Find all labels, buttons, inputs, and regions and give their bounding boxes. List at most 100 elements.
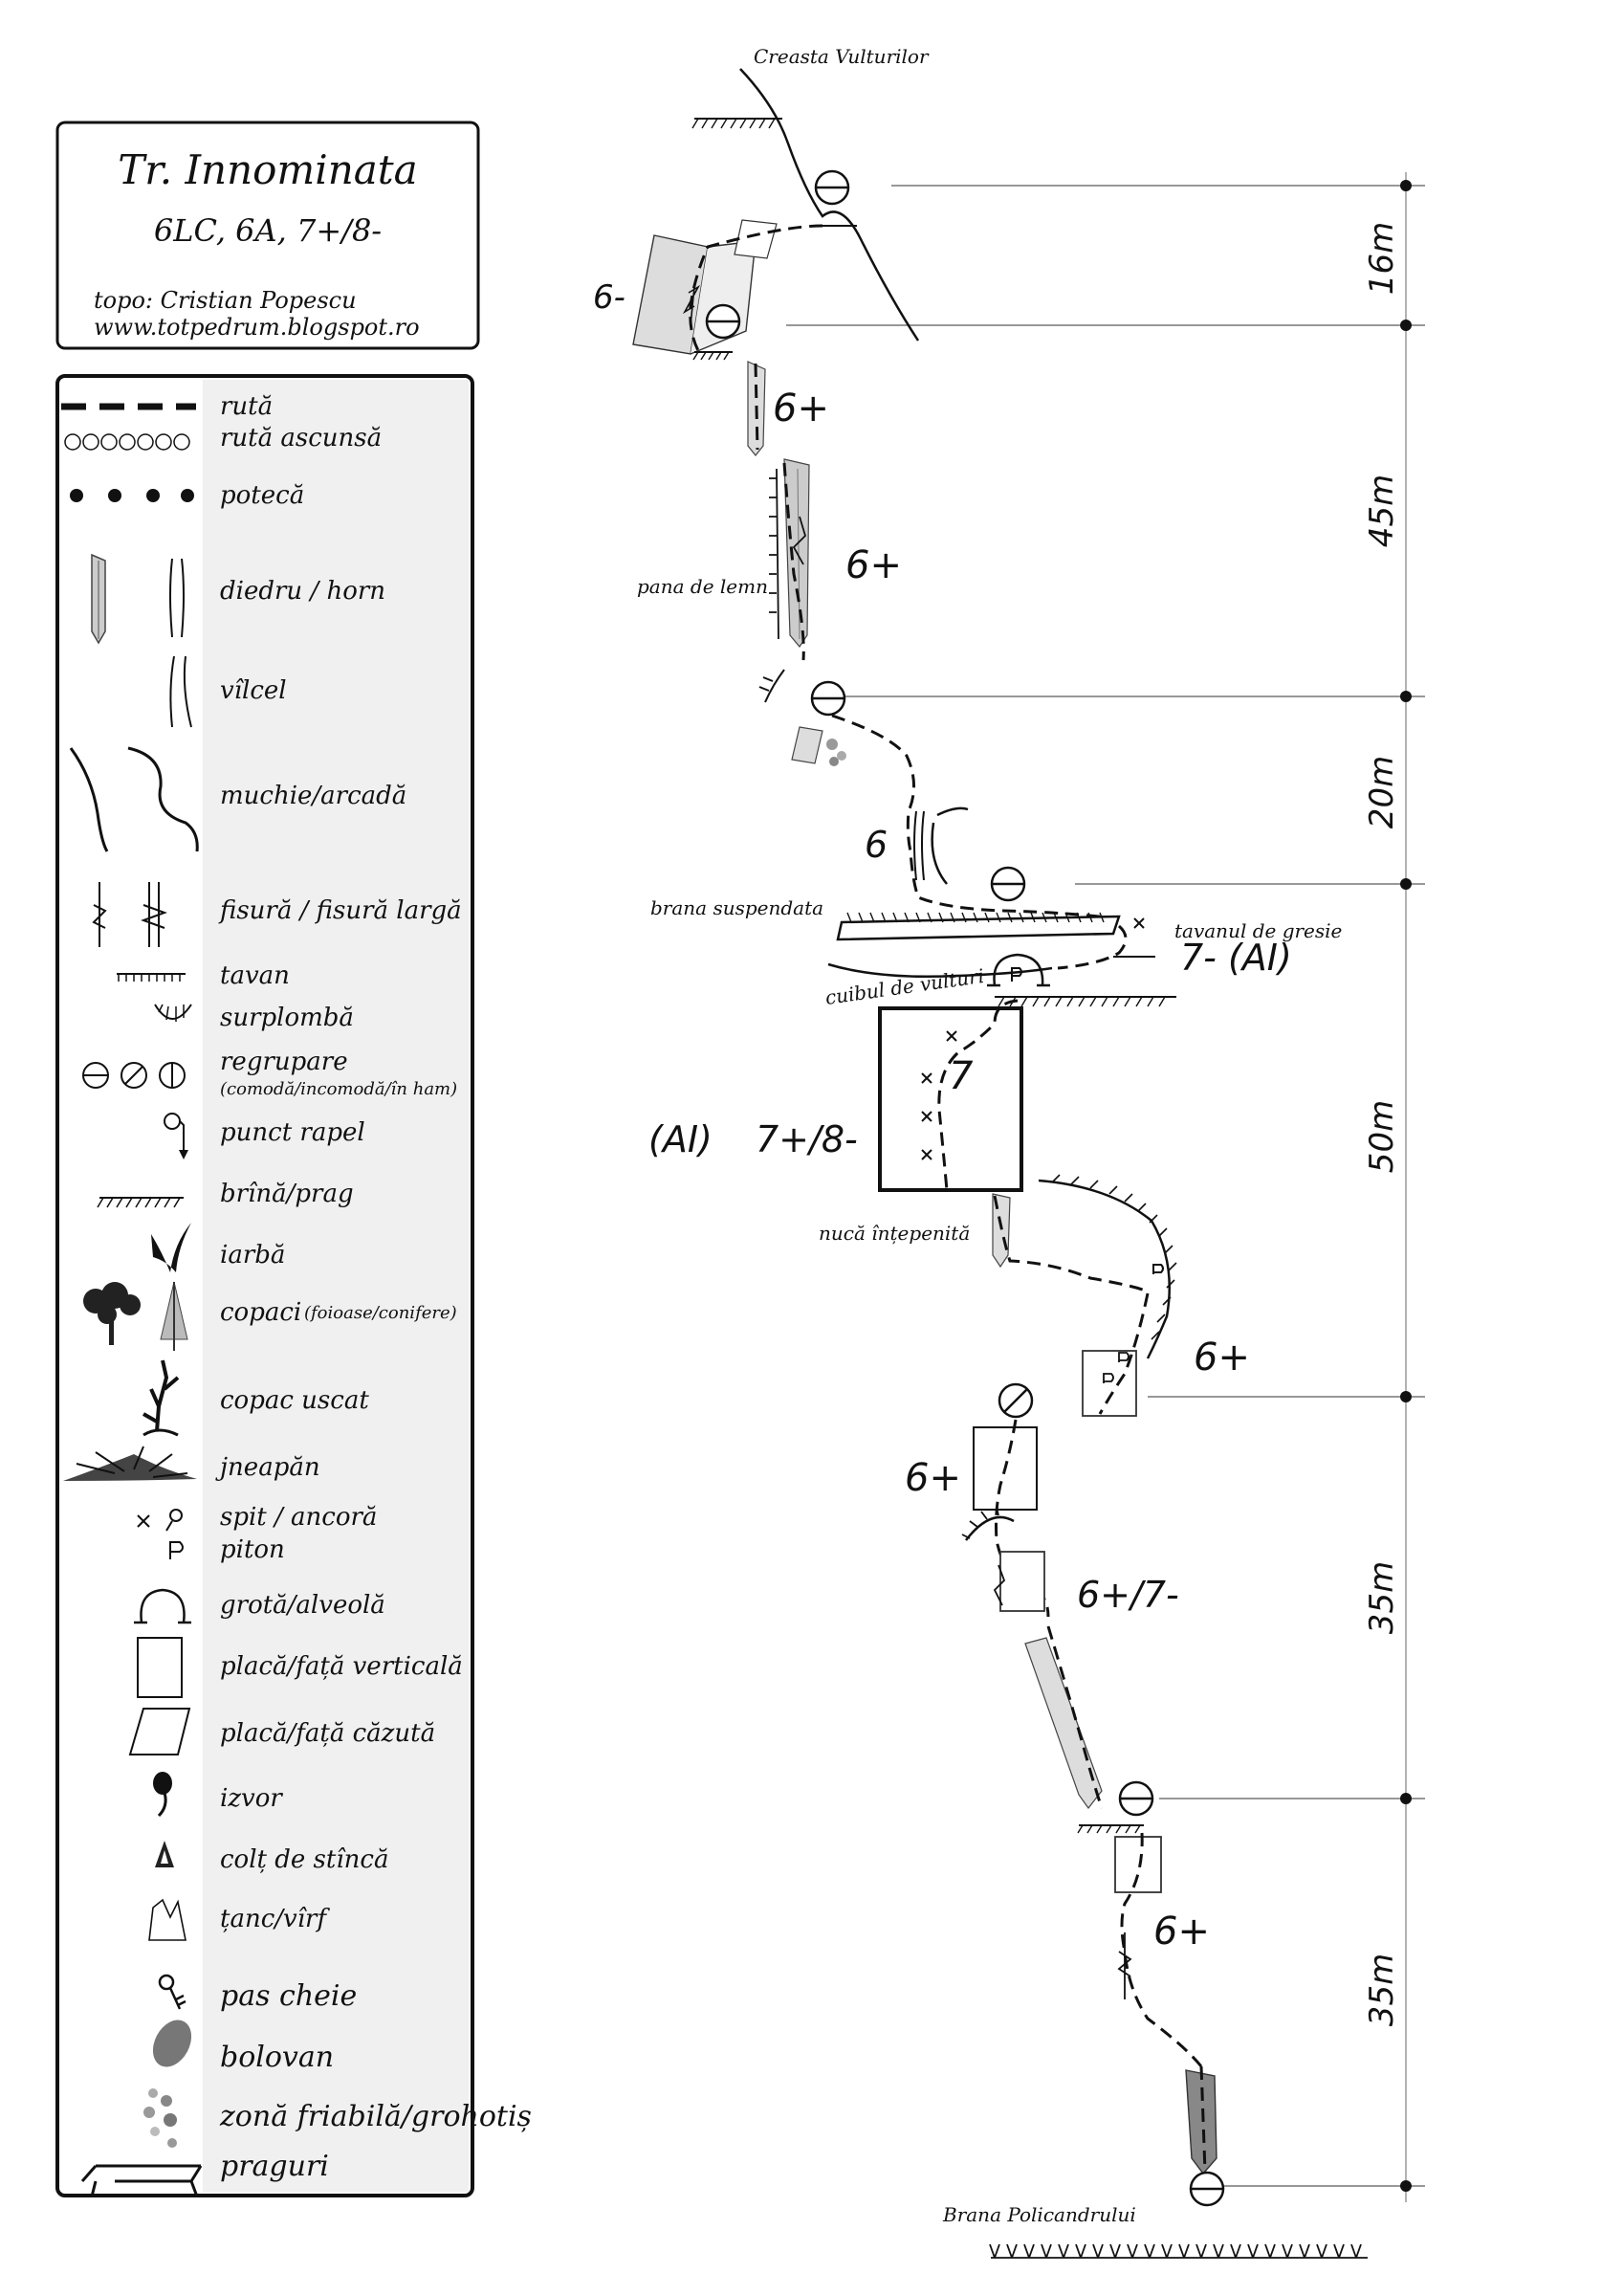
rock-spike-icon <box>155 1841 174 1867</box>
dwarf-pine-icon <box>63 1446 197 1481</box>
scree-icon <box>143 2088 177 2148</box>
legend-label-17: piton <box>220 1535 285 1564</box>
spring-icon <box>153 1772 172 1818</box>
topo: 16m 45m 20m 50m 35m 35m Creasta Vulturil… <box>593 45 1425 2259</box>
rappel-icon <box>164 1113 188 1159</box>
legend: rută rută ascunsă potecă diedru / horn vîlce… <box>55 374 532 2197</box>
legend-label-23: țanc/vîrf <box>220 1905 330 1933</box>
legend-label-12: iarbă <box>220 1241 285 1269</box>
legend-label-11: brînă/prag <box>220 1180 354 1208</box>
grade-6plus-7minus: 6+/7- <box>1077 1574 1179 1616</box>
legend-label-10: punct rapel <box>220 1118 365 1147</box>
belay-icon <box>82 1062 186 1089</box>
gully-icon <box>169 655 192 728</box>
dihedral-chimney-icon <box>91 553 185 645</box>
legend-label-14: copac uscat <box>220 1386 369 1415</box>
pinnacle-icon <box>148 1898 186 1941</box>
legend-label-15: jneapăn <box>215 1453 320 1482</box>
legend-label-1: rută ascunsă <box>220 424 382 453</box>
legend-label-0: rută <box>220 392 273 421</box>
route-grade: 6LC, 6A, 7+/8- <box>154 212 382 249</box>
belay-6 <box>1118 1780 1154 1817</box>
note-tavanul: tavanul de gresie <box>1174 919 1342 942</box>
crux-slab <box>878 1006 1023 1192</box>
grade-6-plus-a: 6+ <box>773 386 829 430</box>
grade-6-plus-d: 6+ <box>905 1456 961 1500</box>
path-dots-icon <box>70 489 194 502</box>
legend-label-3: diedru / horn <box>220 577 385 606</box>
legend-label-18: grotă/alveolă <box>220 1591 385 1620</box>
bolt-anchor-icon <box>137 1509 183 1532</box>
note-pana: pana de lemn <box>637 575 768 598</box>
legend-label-24: pas cheie <box>220 1979 357 2013</box>
pitch-length-5: 35m <box>1363 1561 1401 1634</box>
note-brana: brana suspendata <box>650 896 823 919</box>
legend-label-4: vîlcel <box>220 676 287 705</box>
belay-7 <box>1189 2171 1225 2207</box>
key-step-icon <box>158 1974 186 2010</box>
legend-label-16: spit / ancoră <box>220 1503 377 1532</box>
piton-icon <box>169 1541 184 1559</box>
belay-3 <box>810 680 846 717</box>
pitch-length-1: 16m <box>1363 222 1401 295</box>
legend-label-7: tavan <box>220 961 290 990</box>
overhang-icon <box>154 1004 192 1022</box>
legend-label-5: muchie/arcadă <box>220 782 406 810</box>
title-box: Tr. Innominata 6LC, 6A, 7+/8- topo: Cris… <box>55 121 480 350</box>
grade-7-minus-ai: 7- (AI) <box>1180 937 1292 979</box>
grade-6: 6 <box>865 824 888 866</box>
note-nuca: nucă înțepenită <box>819 1222 970 1245</box>
vertical-slab-icon <box>137 1637 183 1698</box>
legend-label-13: copaci <box>220 1298 301 1327</box>
legend-label-21: izvor <box>220 1784 283 1813</box>
roof-icon <box>117 973 186 982</box>
ledge-icon <box>97 1197 184 1208</box>
grade-ai: (AI) <box>648 1118 713 1160</box>
pitch-length-6: 35m <box>1363 1954 1401 2026</box>
grade-6-plus-e: 6+ <box>1153 1910 1210 1954</box>
top-label: Creasta Vulturilor <box>754 45 930 68</box>
legend-label-22: colț de stîncă <box>220 1845 388 1874</box>
pitch-length-4: 50m <box>1363 1100 1401 1173</box>
grade-6-minus: 6- <box>593 278 625 317</box>
pitch-length-2: 45m <box>1363 475 1401 547</box>
belay-5 <box>998 1382 1034 1419</box>
topo-author: topo: Cristian Popescu <box>94 287 357 314</box>
crack-icon <box>92 882 167 947</box>
pitch-length-3: 20m <box>1363 756 1401 828</box>
grade-7: 7 <box>949 1054 974 1098</box>
legend-sublabel-13: (foioase/conifere) <box>304 1303 457 1323</box>
belay-1 <box>814 169 850 206</box>
legend-sublabel-9: (comodă/incomodă/în ham) <box>220 1079 457 1099</box>
website: www.totpedrum.blogspot.ro <box>94 314 420 341</box>
route-title: Tr. Innominata <box>118 146 417 193</box>
hidden-route-icon <box>64 433 190 451</box>
grade-7plus-8minus: 7+/8- <box>756 1118 858 1160</box>
dead-tree-icon <box>143 1359 180 1437</box>
legend-label-8: surplombă <box>220 1004 354 1032</box>
grade-6-plus-b: 6+ <box>845 543 902 587</box>
note-cuibul: cuibul de vulturi <box>823 964 985 1009</box>
belay-4 <box>990 866 1026 902</box>
belay-2 <box>705 303 741 340</box>
legend-label-19: placă/față verticală <box>220 1652 463 1681</box>
cave-nest <box>987 953 1050 987</box>
pitch-scale: 16m 45m 20m 50m 35m 35m <box>786 172 1425 2202</box>
legend-label-9: regrupare <box>220 1048 348 1076</box>
edge-arch-icon <box>69 746 199 852</box>
summit-ledge <box>691 118 782 129</box>
legend-label-6: fisură / fisură largă <box>218 896 462 925</box>
legend-label-20: placă/față căzută <box>220 1719 435 1748</box>
boulder-icon <box>152 2020 192 2067</box>
slanted-slab-icon <box>128 1708 191 1755</box>
legend-label-25: bolovan <box>220 2041 334 2074</box>
legend-label-26: zonă friabilă/grohotiș <box>219 2100 532 2133</box>
legend-label-27: praguri <box>220 2150 329 2183</box>
grass-icon <box>151 1223 191 1272</box>
bottom-label: Brana Policandrului <box>942 2203 1136 2226</box>
cave-icon <box>134 1588 191 1624</box>
trees-icon <box>83 1281 188 1351</box>
legend-label-2: potecă <box>220 481 304 510</box>
grade-6-plus-c: 6+ <box>1194 1336 1250 1380</box>
